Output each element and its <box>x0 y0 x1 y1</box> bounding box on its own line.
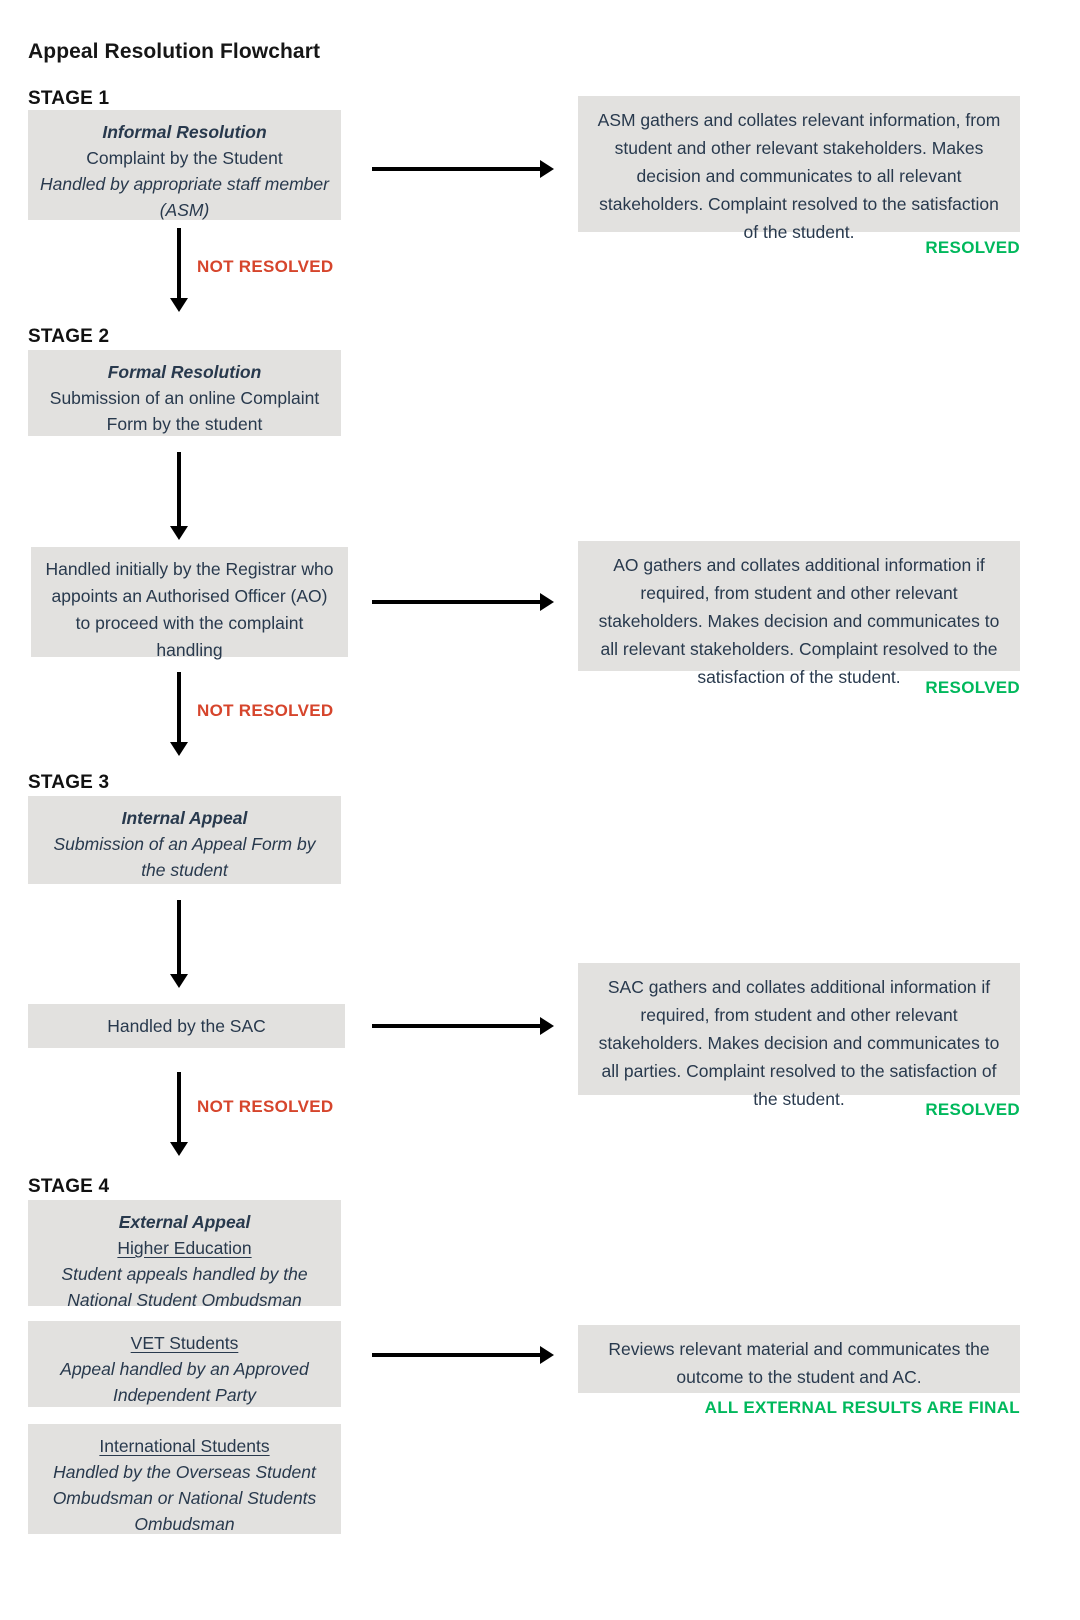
stage3-horizontal-arrow-line <box>372 1024 540 1028</box>
stage4-right-box: Reviews relevant material and communicat… <box>578 1325 1020 1393</box>
stage1-line3: Handled by appropriate staff member (ASM… <box>40 174 329 220</box>
stage2-registrar-box: Handled initially by the Registrar who a… <box>31 547 348 660</box>
stage4-international-subheading: International Students <box>99 1436 270 1456</box>
stage2-left-box: Formal Resolution Submission of an onlin… <box>28 350 341 436</box>
stage2-transition-arrow-line <box>177 672 181 744</box>
stage3-line2: Submission of an Appeal Form by the stud… <box>53 834 316 880</box>
stage3-heading: Internal Appeal <box>121 808 248 828</box>
stage2-resolved-badge: RESOLVED <box>925 678 1020 697</box>
stage2-transition-arrow-head <box>170 742 188 756</box>
stage-label-2: STAGE 2 <box>28 326 110 347</box>
stage1-right-box: ASM gathers and collates relevant inform… <box>578 96 1020 242</box>
stage3-down-arrow-line <box>177 900 181 976</box>
stage4-vet-subheading: VET Students <box>130 1333 239 1353</box>
stage4-international-box: International Students Handled by the Ov… <box>28 1424 341 1534</box>
stage2-right-text: AO gathers and collates additional infor… <box>598 555 1000 687</box>
stage4-horizontal-arrow-line <box>372 1353 540 1357</box>
stage2-down-arrow-head <box>170 526 188 540</box>
stage2-heading: Formal Resolution <box>107 362 262 382</box>
stage4-higher-education-subheading: Higher Education <box>117 1238 252 1258</box>
stage3-transition-arrow-head <box>170 1142 188 1156</box>
stage1-resolved-badge: RESOLVED <box>925 238 1020 257</box>
stage1-not-resolved-label: NOT RESOLVED <box>197 257 334 276</box>
stage3-left-box: Internal Appeal Submission of an Appeal … <box>28 796 341 884</box>
stage1-line2: Complaint by the Student <box>86 148 283 168</box>
stage2-not-resolved-label: NOT RESOLVED <box>197 701 334 720</box>
stage3-resolved-badge: RESOLVED <box>925 1100 1020 1119</box>
stage3-down-arrow-head <box>170 974 188 988</box>
stage4-right-text: Reviews relevant material and communicat… <box>608 1339 990 1387</box>
stage1-horizontal-arrow-line <box>372 167 540 171</box>
stage2-horizontal-arrow-line <box>372 600 540 604</box>
stage4-higher-education-box: External Appeal Higher Education Student… <box>28 1200 341 1310</box>
stage2-registrar-text: Handled initially by the Registrar who a… <box>45 559 334 660</box>
stage3-transition-arrow-line <box>177 1072 181 1144</box>
stage-label-3: STAGE 3 <box>28 772 110 793</box>
stage4-international-body: Handled by the Overseas Student Ombudsma… <box>52 1462 317 1534</box>
stage2-right-box: AO gathers and collates additional infor… <box>578 541 1020 687</box>
stage-label-4: STAGE 4 <box>28 1176 110 1197</box>
stage4-higher-education-body: Student appeals handled by the National … <box>61 1264 308 1310</box>
stage3-sac-box: Handled by the SAC <box>28 1004 345 1048</box>
stage1-left-box: Informal Resolution Complaint by the Stu… <box>28 110 341 220</box>
stage2-line2: Submission of an online Complaint Form b… <box>49 388 320 434</box>
stage1-heading: Informal Resolution <box>102 122 267 142</box>
stage3-right-box: SAC gathers and collates additional info… <box>578 963 1020 1109</box>
stage1-horizontal-arrow-head <box>540 160 554 178</box>
stage3-not-resolved-label: NOT RESOLVED <box>197 1097 334 1116</box>
stage3-sac-text: Handled by the SAC <box>107 1016 266 1036</box>
stage3-horizontal-arrow-head <box>540 1017 554 1035</box>
stage1-right-text: ASM gathers and collates relevant inform… <box>597 110 1001 242</box>
page-title: Appeal Resolution Flowchart <box>28 40 321 63</box>
stage-label-1: STAGE 1 <box>28 88 110 109</box>
stage4-horizontal-arrow-head <box>540 1346 554 1364</box>
stage4-heading: External Appeal <box>118 1212 251 1232</box>
stage4-vet-box: VET Students Appeal handled by an Approv… <box>28 1321 341 1407</box>
stage4-final-badge: ALL EXTERNAL RESULTS ARE FINAL <box>704 1398 1020 1417</box>
stage1-down-arrow-line <box>177 228 181 300</box>
stage2-down-arrow-line <box>177 452 181 528</box>
stage4-vet-body: Appeal handled by an Approved Independen… <box>60 1359 309 1405</box>
stage3-right-text: SAC gathers and collates additional info… <box>598 977 1000 1109</box>
stage2-horizontal-arrow-head <box>540 593 554 611</box>
stage1-down-arrow-head <box>170 298 188 312</box>
